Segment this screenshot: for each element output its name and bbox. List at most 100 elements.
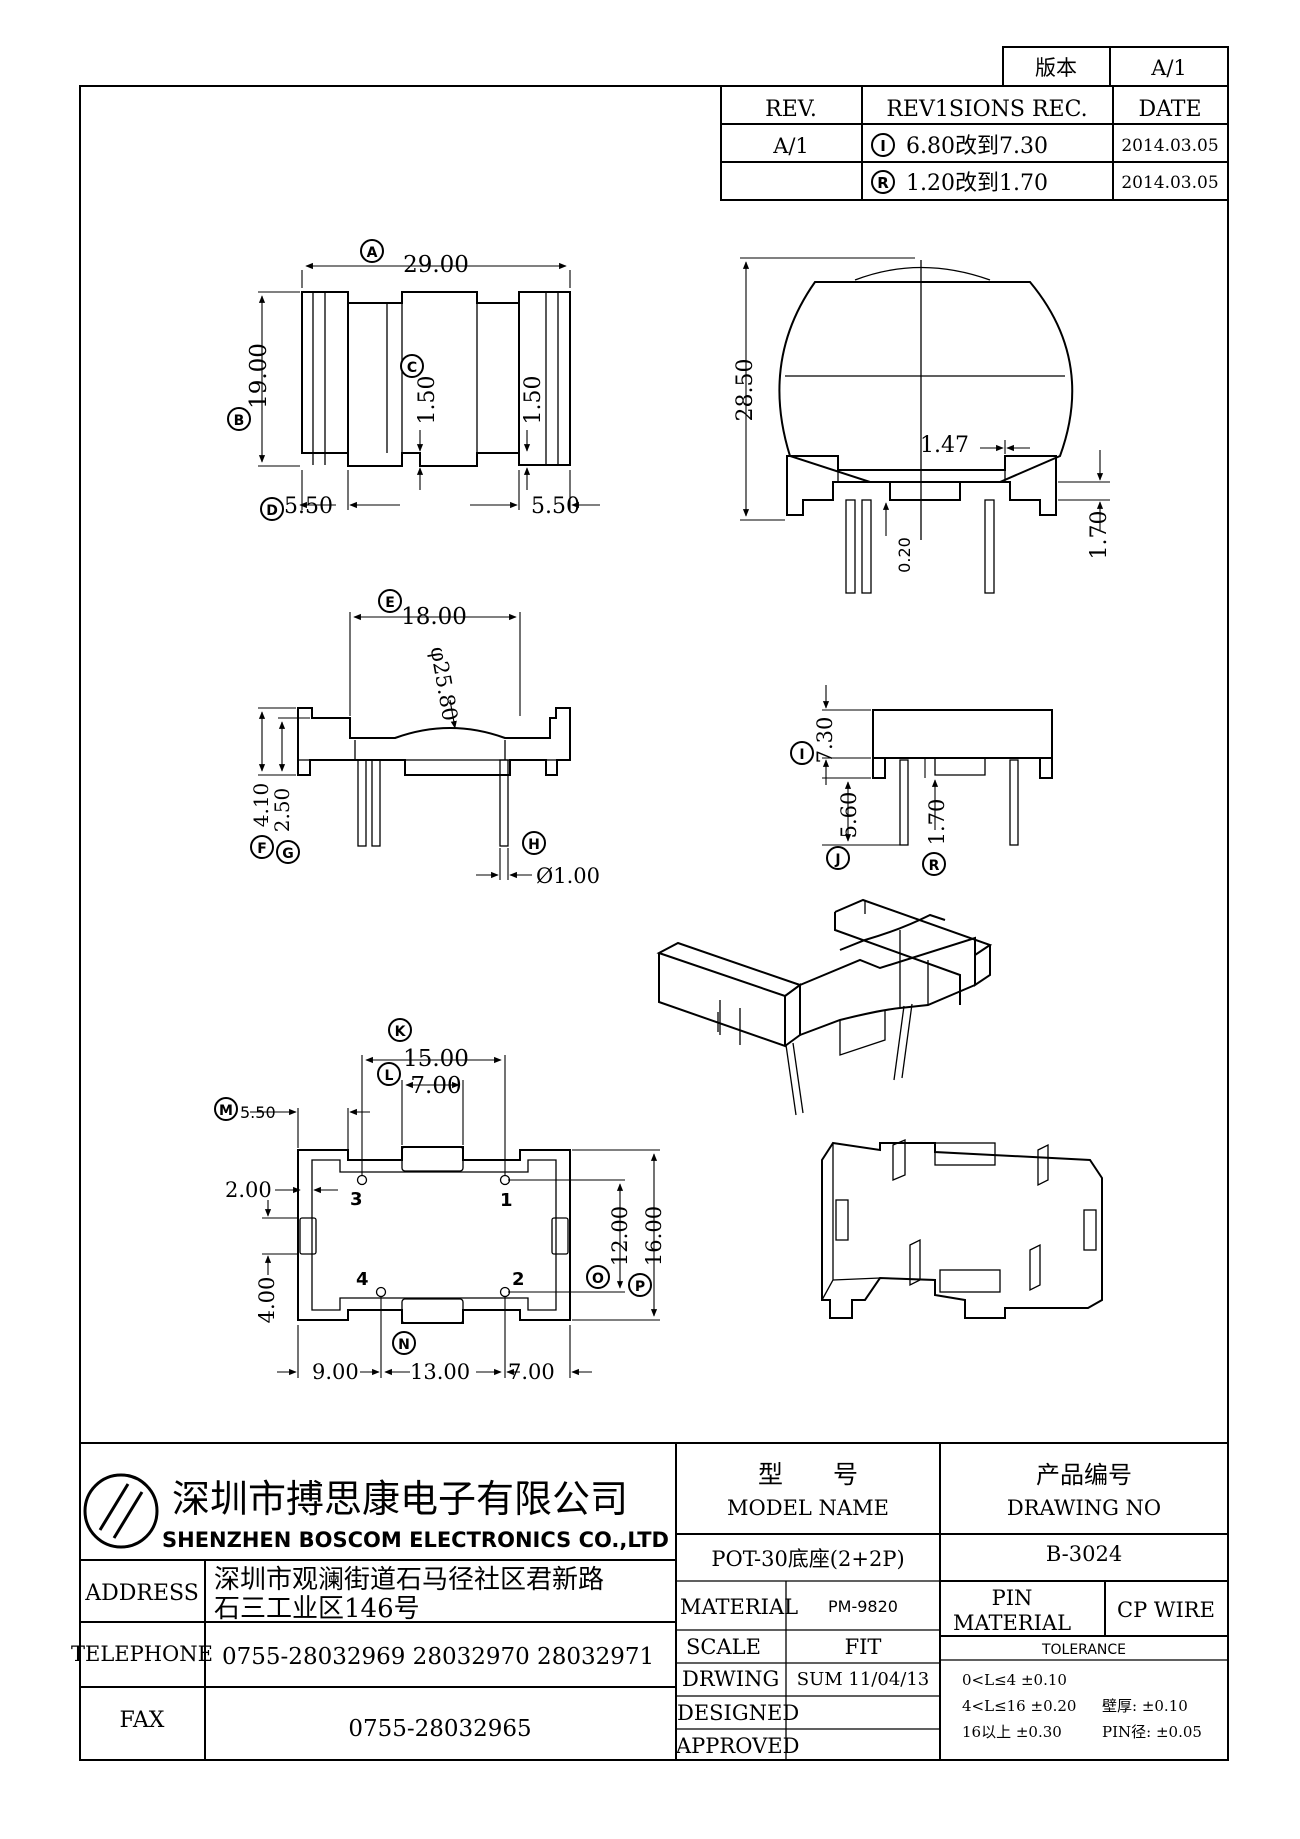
bottom-view: 3 1 4 2 K 15.00 L 7.00 M 5.50 2.00 4 xyxy=(214,1018,666,1384)
telephone-label: TELEPHONE xyxy=(71,1642,213,1666)
dim-k-value: 15.00 xyxy=(403,1046,469,1072)
version-box: 版本 A/1 xyxy=(1002,46,1229,87)
end-view: I 7.30 5.60 J 1.70 R xyxy=(790,685,1053,876)
address-label: ADDRESS xyxy=(84,1581,199,1606)
pin-material-label1: PIN xyxy=(992,1586,1033,1610)
isometric-top-view xyxy=(656,898,993,1116)
dim-e-value: 18.00 xyxy=(401,604,467,630)
drwing-label: DRWING xyxy=(682,1667,779,1691)
scale-label: SCALE xyxy=(686,1635,761,1659)
pin-material-value: CP WIRE xyxy=(1117,1598,1215,1622)
label-n: N xyxy=(398,1337,410,1353)
revision-table: REV. REV1SIONS REC. DATE A/1 I 6.80改到7.3… xyxy=(720,85,1229,201)
tolerance-3: 16以上 ±0.30 xyxy=(962,1723,1062,1741)
label-j: J xyxy=(834,852,840,868)
label-f: F xyxy=(257,841,267,857)
rev-row1: A/1 xyxy=(772,134,809,158)
dim-l-value: 7.00 xyxy=(410,1073,461,1099)
label-b: B xyxy=(234,413,245,429)
label-h: H xyxy=(528,837,540,853)
material-value: PM-9820 xyxy=(828,1597,898,1616)
top-view: A 29.00 B 19.00 C 1.50 1.50 D 5.50 5.50 xyxy=(227,239,600,521)
title-block: 深圳市搏思康电子有限公司 SHENZHEN BOSCOM ELECTRONICS… xyxy=(71,1442,1228,1760)
fax-label: FAX xyxy=(120,1708,165,1733)
drwing-value: SUM 11/04/13 xyxy=(797,1669,930,1690)
drawing-number: B-3024 xyxy=(1046,1542,1122,1566)
dim-c-value: 1.50 xyxy=(415,376,440,425)
model-value: POT-30底座(2+2P) xyxy=(711,1547,904,1571)
fax-value: 0755-28032965 xyxy=(348,1716,531,1742)
pin-2: 2 xyxy=(512,1269,525,1290)
wall-tolerance: 壁厚: ±0.10 xyxy=(1102,1697,1188,1715)
dim-bottom-left: 9.00 xyxy=(312,1360,359,1384)
dim-h-value: Ø1.00 xyxy=(536,864,600,888)
dim-147-value: 1.47 xyxy=(920,433,969,458)
label-a: A xyxy=(367,245,378,261)
side-view: 28.50 1.47 0.20 1.70 xyxy=(733,257,1112,594)
dim-height-value: 28.50 xyxy=(733,359,758,422)
dim-d-left: 5.50 xyxy=(284,494,333,519)
company-name-cn: 深圳市搏思康电子有限公司 xyxy=(172,1477,628,1521)
dim-020-value: 0.20 xyxy=(895,537,914,573)
pin-tolerance: PIN径: ±0.05 xyxy=(1102,1723,1202,1741)
front-view: E 18.00 φ25.80 4.10 2.50 F G H Ø1.00 xyxy=(249,589,600,888)
pin-material-label2: MATERIAL xyxy=(953,1611,1071,1635)
dim-p-value: 16.00 xyxy=(642,1206,666,1266)
dim-bottom-mid: 13.00 xyxy=(410,1360,470,1384)
tolerance-2: 4<L≤16 ±0.20 xyxy=(962,1697,1076,1715)
company-logo xyxy=(83,1473,159,1549)
dim-left-mid: 4.00 xyxy=(255,1277,279,1324)
model-label-en: MODEL NAME xyxy=(727,1496,889,1520)
label-r: R xyxy=(929,858,940,874)
rev-marker-r xyxy=(871,170,895,194)
svg-text:I: I xyxy=(880,137,886,155)
label-k: K xyxy=(395,1024,407,1040)
dim-c2-value: 1.50 xyxy=(521,376,546,425)
svg-text:R: R xyxy=(877,174,889,192)
rev-text-row1: 6.80改到7.30 xyxy=(906,134,1048,159)
isometric-bottom-view xyxy=(821,1139,1103,1319)
rec-header: REV1SIONS REC. xyxy=(886,97,1087,122)
rev-date-row1: 2014.03.05 xyxy=(1121,136,1218,156)
rev-marker-i xyxy=(871,133,895,157)
label-g: G xyxy=(282,846,294,862)
label-p: P xyxy=(635,1279,645,1295)
dim-r-value: 1.70 xyxy=(925,799,949,846)
address-line2: 石三工业区146号 xyxy=(214,1594,420,1624)
label-l: L xyxy=(385,1068,394,1084)
drawing-label-cn: 产品编号 xyxy=(1036,1461,1132,1489)
label-c: C xyxy=(407,360,417,376)
label-e: E xyxy=(385,595,395,611)
approved-label: APPROVED xyxy=(675,1734,799,1758)
dim-b-value: 19.00 xyxy=(246,343,272,409)
label-i: I xyxy=(799,747,804,763)
rev-date-row2: 2014.03.05 xyxy=(1121,173,1218,193)
label-d: D xyxy=(266,503,278,519)
dim-a-value: 29.00 xyxy=(403,252,469,278)
pin-4: 4 xyxy=(356,1269,369,1290)
version-value: A/1 xyxy=(1150,56,1187,80)
pin-1: 1 xyxy=(500,1190,513,1211)
dim-g-value: 2.50 xyxy=(270,788,294,833)
dim-i-value: 7.30 xyxy=(813,717,837,764)
dim-m-value: 5.50 xyxy=(240,1103,276,1122)
material-label: MATERIAL xyxy=(680,1595,798,1619)
dim-170-side-value: 1.70 xyxy=(1087,511,1112,560)
version-label: 版本 xyxy=(1035,56,1077,80)
telephone-value: 0755-28032969 28032970 28032971 xyxy=(222,1644,654,1670)
tolerance-label: TOLERANCE xyxy=(1041,1642,1126,1658)
tolerance-1: 0<L≤4 ±0.10 xyxy=(962,1671,1067,1689)
designed-label: DESIGNED xyxy=(677,1701,799,1725)
company-name-en: SHENZHEN BOSCOM ELECTRONICS CO.,LTD xyxy=(162,1528,669,1552)
date-header: DATE xyxy=(1138,97,1201,122)
dim-f-value: 4.10 xyxy=(249,783,273,828)
dim-j-value: 5.60 xyxy=(837,792,861,839)
model-label-cn: 型 号 xyxy=(758,1460,858,1489)
address-line1: 深圳市观澜街道石马径社区君新路 xyxy=(214,1565,604,1595)
scale-value: FIT xyxy=(845,1635,882,1659)
dim-bottom-right: 7.00 xyxy=(508,1360,555,1384)
dim-o-value: 12.00 xyxy=(608,1206,632,1266)
dim-dia-value: φ25.80 xyxy=(426,645,463,723)
drawing-frame xyxy=(79,85,1229,1761)
